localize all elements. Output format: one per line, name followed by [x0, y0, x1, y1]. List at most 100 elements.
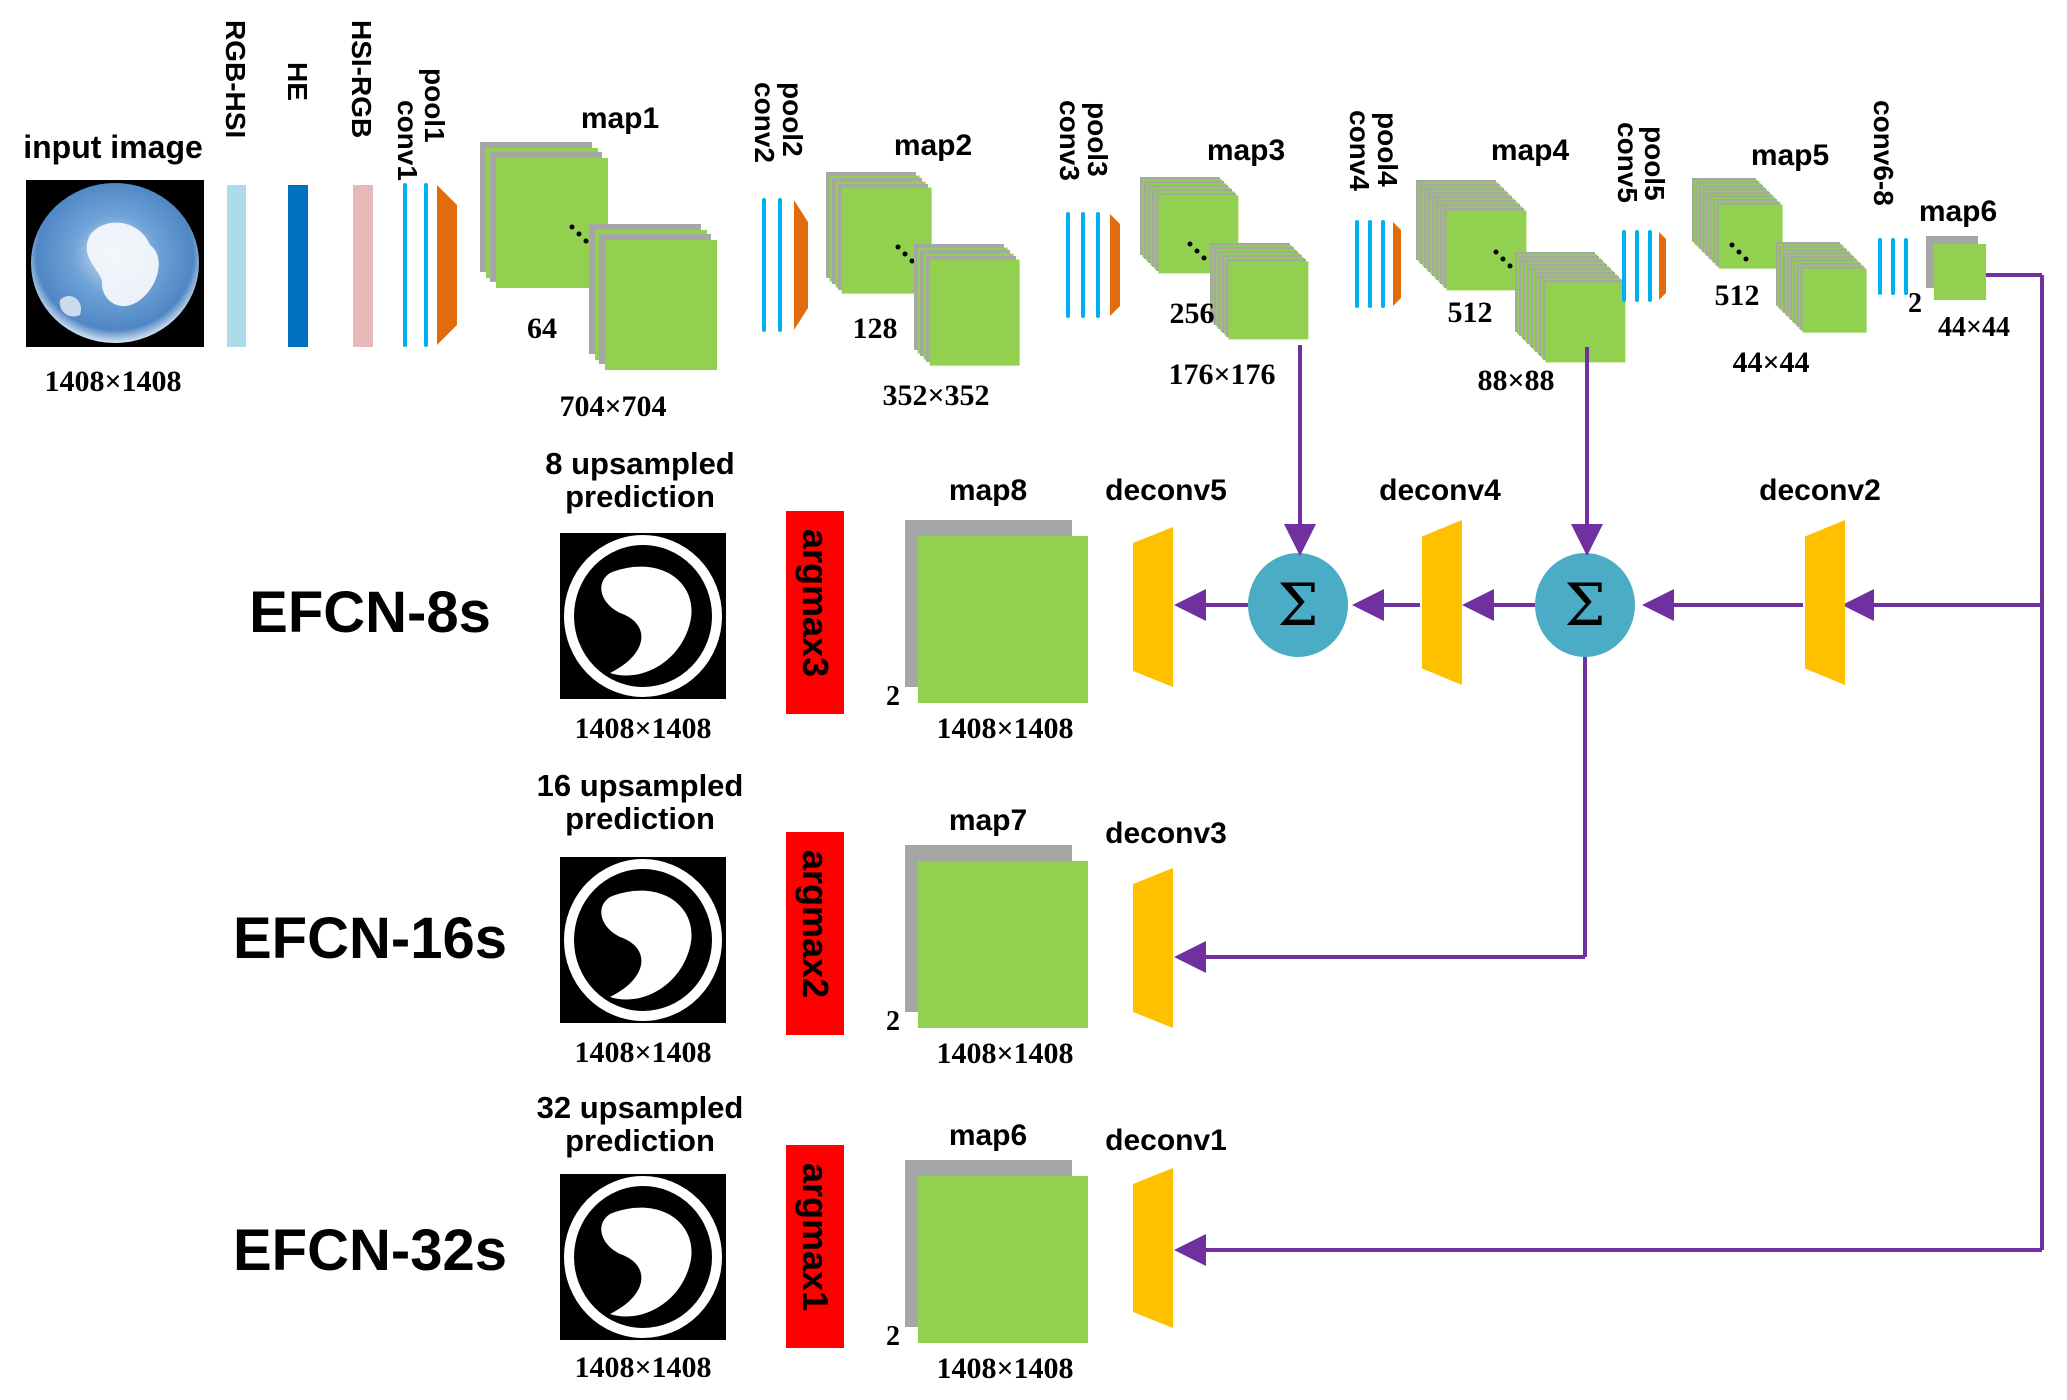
- argmax-block: [786, 832, 844, 1035]
- input-image-label: input image: [23, 129, 203, 165]
- prediction-rim: [564, 859, 722, 1021]
- output-map-channels: 2: [886, 1006, 900, 1037]
- map3-label: map3: [1207, 134, 1285, 167]
- sum-node-circle: [1535, 553, 1635, 657]
- conv6-8-label: conv6-8: [1868, 100, 1899, 206]
- pool-layer: [794, 200, 808, 330]
- output-map-label: map6: [949, 1119, 1027, 1152]
- pool-layer: [1110, 214, 1120, 316]
- map2-stack-front: [826, 172, 932, 294]
- pool2-label: pool2: [777, 82, 808, 157]
- sum-icon: Σ: [1277, 571, 1318, 639]
- feature-map-sheet: [929, 259, 1020, 366]
- output-map-channels: 2: [886, 1321, 900, 1352]
- ellipsis-dot: [1493, 249, 1499, 255]
- ellipsis-dot: [583, 238, 589, 244]
- map2-stack-back: [914, 244, 1020, 366]
- map3-stack-back: [1210, 243, 1309, 340]
- rgb-hsi-block: [227, 185, 246, 347]
- he-block: [288, 185, 308, 347]
- map1-label: map1: [581, 102, 659, 135]
- map6-channels: 2: [1908, 288, 1922, 319]
- map4-label: map4: [1491, 134, 1570, 167]
- map1-size: 704×704: [559, 390, 666, 423]
- ellipsis-dot: [895, 244, 901, 250]
- map1-stack-back: [589, 224, 717, 370]
- model-name-label: EFCN-8s: [249, 580, 491, 645]
- feature-map-sheet: [1228, 261, 1309, 340]
- output-map: [918, 861, 1088, 1028]
- map5-stack-back: [1776, 242, 1867, 333]
- map6-label: map6: [1919, 195, 1997, 228]
- ellipsis-dot: [1187, 241, 1193, 247]
- argmax-label: argmax1: [795, 1163, 836, 1311]
- ellipsis-dot: [1743, 256, 1749, 262]
- ellipsis-dot: [569, 224, 575, 230]
- sum-icon: Σ: [1564, 571, 1605, 639]
- prediction-size-label: 1408×1408: [574, 1036, 711, 1069]
- deconv4-label: deconv4: [1379, 474, 1501, 507]
- map6-sheet: [1934, 244, 1986, 300]
- deconv4-block: [1422, 520, 1462, 685]
- ellipsis-dot: [1736, 249, 1742, 255]
- deconv1-block: [1133, 1168, 1173, 1328]
- output-map-channels: 2: [886, 681, 900, 712]
- pool-layer: [437, 185, 457, 345]
- ellipsis-dot: [576, 231, 582, 237]
- argmax-block: [786, 511, 844, 714]
- prediction-image: [560, 533, 726, 699]
- prediction-size-label: 1408×1408: [574, 712, 711, 745]
- encoder-final: conv6-8 map6 2 44×44: [1868, 100, 2010, 343]
- conv5-label: conv5: [1612, 122, 1643, 203]
- prediction-title-line1: 16 upsampled: [537, 768, 744, 803]
- prediction-title-line2: prediction: [565, 1123, 715, 1158]
- map1-channels: 64: [527, 312, 557, 345]
- ellipsis-dot: [1500, 256, 1506, 262]
- output-map-label: map7: [949, 804, 1027, 837]
- prediction-title-line1: 32 upsampled: [537, 1090, 744, 1125]
- map4-size: 88×88: [1477, 364, 1554, 397]
- ellipsis-dot: [1729, 242, 1735, 248]
- deconv-label: deconv3: [1105, 817, 1227, 850]
- input-size-label: 1408×1408: [44, 365, 181, 398]
- deconv2-block: [1805, 520, 1845, 685]
- rgb-hsi-label: RGB-HSI: [220, 20, 251, 138]
- output-map-size: 1408×1408: [936, 1037, 1073, 1070]
- conv2-label: conv2: [749, 82, 780, 163]
- argmax-block: [786, 1145, 844, 1348]
- output-map: [918, 1176, 1088, 1343]
- sum-node-1: Σ: [1248, 553, 1348, 657]
- conv4-label: conv4: [1344, 110, 1375, 191]
- pool5-label: pool5: [1639, 126, 1670, 201]
- row-efcn-8s: EFCN-8s8 upsampledprediction1408×1408arg…: [249, 446, 1227, 745]
- map6-size: 44×44: [1938, 312, 2010, 343]
- prediction-cloud-region: [601, 566, 692, 676]
- input-image: [26, 180, 204, 347]
- prediction-size-label: 1408×1408: [574, 1351, 711, 1384]
- ellipsis-dot: [1201, 255, 1207, 261]
- sum-node-2: Σ: [1535, 553, 1635, 657]
- map4-stack-back: [1515, 252, 1626, 363]
- argmax-label: argmax3: [795, 529, 836, 677]
- map4-channels: 512: [1448, 296, 1493, 329]
- sum-node-circle: [1248, 553, 1348, 657]
- he-label: HE: [282, 62, 313, 101]
- deconv3-block: [1133, 868, 1173, 1028]
- map5-channels: 512: [1715, 279, 1760, 312]
- map3-channels: 256: [1170, 297, 1215, 330]
- deconv5-block: [1133, 527, 1173, 687]
- pool-layer: [1659, 232, 1666, 300]
- prediction-rim: [564, 535, 722, 697]
- map5-label: map5: [1751, 139, 1829, 172]
- ellipsis-dot: [909, 258, 915, 264]
- hsi-rgb-label: HSI-RGB: [346, 20, 377, 138]
- output-map-label: map8: [949, 474, 1027, 507]
- output-map-size: 1408×1408: [936, 712, 1073, 745]
- map5-stack-front: [1692, 178, 1783, 269]
